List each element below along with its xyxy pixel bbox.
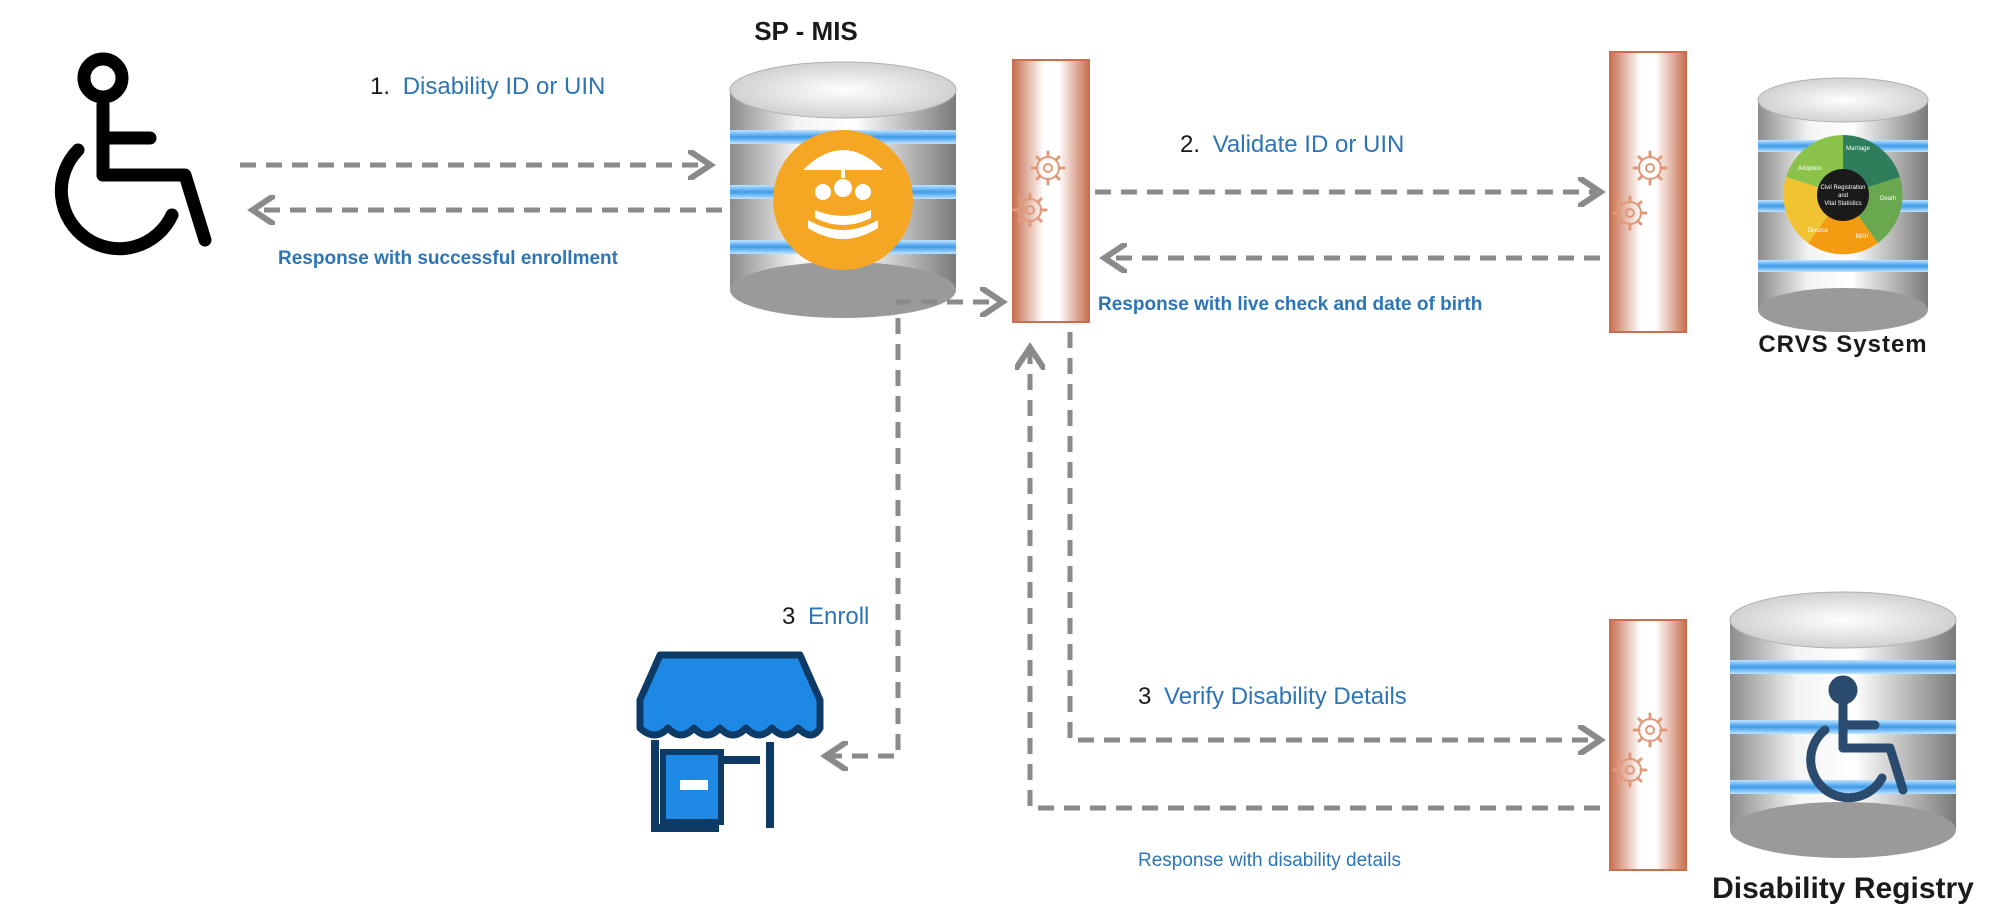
crvs-segment-label: Marriage	[1846, 146, 1870, 152]
step2-number: 2.	[1180, 131, 1200, 158]
crvs-wheel-icon: Civil Registration and Vital Statistics …	[1783, 135, 1903, 255]
crvs-title: CRVS System	[1758, 331, 1927, 358]
arrow-response-disability	[1030, 350, 1600, 811]
crvs-segment-label: Birth	[1856, 234, 1868, 240]
step3-enroll-label: 3 Enroll	[782, 603, 869, 630]
step3-enroll-text: Enroll	[808, 603, 869, 630]
step3-enroll-number: 3	[782, 603, 795, 630]
response-disability-label: Response with disability details	[1138, 850, 1401, 871]
sp-mis-database	[729, 61, 957, 318]
step3-verify-number: 3	[1138, 683, 1151, 710]
crvs-wheel-center-line2: and	[1838, 193, 1848, 199]
crvs-adapter	[1609, 51, 1687, 333]
crvs-segment-label: Adoption	[1798, 166, 1822, 172]
step2-label: 2. Validate ID or UIN	[1180, 131, 1404, 158]
sp-mis-adapter	[1012, 59, 1090, 323]
crvs-wheel-center-line3: Vital Statistics	[1824, 201, 1861, 207]
registry-database	[1729, 591, 1957, 858]
step1-text: Disability ID or UIN	[403, 73, 606, 100]
social-protection-icon	[773, 130, 913, 270]
registry-title: Disability Registry	[1712, 872, 1974, 905]
step1-number: 1.	[370, 73, 390, 100]
response-live-check-label: Response with live check and date of bir…	[1098, 294, 1482, 315]
arrow-verify-disability	[1067, 332, 1598, 740]
step3-verify-text: Verify Disability Details	[1164, 683, 1407, 710]
store-icon	[636, 651, 824, 832]
sp-mis-title: SP - MIS	[754, 16, 858, 46]
step2-text: Validate ID or UIN	[1213, 131, 1405, 158]
step1-label: 1. Disability ID or UIN	[370, 73, 605, 100]
arrow-enroll	[828, 318, 901, 756]
crvs-segment-label: Death	[1880, 196, 1896, 202]
registry-adapter	[1609, 619, 1687, 871]
crvs-segment-label: Divorce	[1808, 228, 1829, 234]
arrow-spmis-to-adapter	[895, 302, 1000, 305]
step3-verify-label: 3 Verify Disability Details	[1138, 683, 1407, 710]
crvs-wheel-center-line1: Civil Registration	[1820, 185, 1865, 191]
wheelchair-user-icon	[54, 52, 212, 256]
crvs-database: Civil Registration and Vital Statistics …	[1757, 77, 1929, 332]
wheelchair-icon	[1806, 675, 1908, 803]
response-enrollment-label: Response with successful enrollment	[278, 248, 619, 269]
